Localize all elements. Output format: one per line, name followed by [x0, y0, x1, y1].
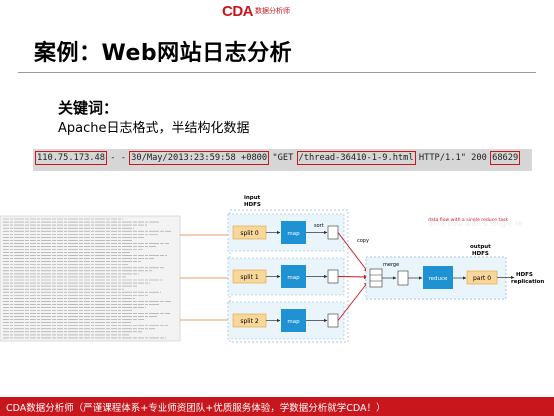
map-1-label: map: [287, 275, 300, 281]
log-sep-1: - -: [105, 153, 132, 163]
logo-brand: CDA: [222, 2, 254, 20]
copy-arrow-1: [337, 274, 369, 280]
map-1-box: [281, 265, 306, 288]
log-snapshot: [0, 215, 181, 342]
log-path: /thread-36410-1-9.html: [296, 151, 416, 165]
split-2-label: split 2: [240, 318, 259, 325]
merge-stack: [369, 268, 383, 288]
logo-subtitle: 数据分析师: [255, 7, 290, 15]
merge-label: merge: [383, 262, 399, 268]
part-0-label: part 0: [473, 275, 491, 282]
sort-buffer-1: [327, 269, 339, 284]
flow-caption-ghost: data flow with a single re: [428, 219, 523, 228]
sort-label: sort: [314, 223, 324, 229]
mapreduce-diagram: input HDFS split 0 map sort split 1 map …: [0, 195, 544, 343]
copy-arrow-0: [337, 232, 369, 273]
hdfs-label: HDFS: [516, 272, 533, 278]
map-2-label: map: [287, 319, 300, 325]
output-label-1: output: [470, 244, 491, 250]
map-row-1: split 1 map: [227, 257, 345, 296]
log-timestamp: 30/May/2013:23:59:58 +0800: [129, 151, 270, 165]
merged-buffer: [397, 270, 409, 286]
map-0-label: map: [287, 231, 300, 237]
log-protocol: HTTP/1.1" 200: [413, 153, 493, 163]
reduce-box: [423, 266, 453, 289]
replication-label: replication: [511, 279, 544, 285]
log-sep-2: "GET: [267, 153, 299, 163]
map-0-box: [281, 221, 306, 244]
map-row-0: split 0 map sort: [227, 213, 345, 252]
map-row-2: split 2 map: [227, 301, 345, 340]
log-bytes: 68629: [490, 151, 521, 165]
output-label-2: HDFS: [472, 251, 489, 257]
copy-label: copy: [357, 238, 369, 244]
footer-bar: CDA数据分析师（严谨课程体系+专业师资团队+优质服务体验，学数据分析就学CDA…: [0, 397, 554, 416]
copy-arrow-2: [337, 281, 369, 321]
split-1-label: split 1: [240, 274, 259, 281]
log-line-bar: [33, 149, 532, 171]
title-divider: [18, 72, 536, 73]
log-ip: 110.75.173.48: [35, 151, 107, 165]
keywords-text: Apache日志格式，半结构化数据: [58, 121, 250, 136]
split-0-label: split 0: [240, 230, 259, 237]
log-line: 110.75.173.48 - - 30/May/2013:23:59:58 +…: [35, 151, 521, 165]
cda-logo: CDA 数据分析师: [222, 2, 290, 20]
sort-buffer-2: [327, 313, 339, 328]
footer-text: CDA数据分析师（严谨课程体系+专业师资团队+优质服务体验，学数据分析就学CDA…: [6, 403, 386, 414]
input-label-1: input: [244, 195, 261, 201]
keywords-heading: 关键词：: [58, 99, 119, 117]
input-label-2: HDFS: [244, 202, 261, 208]
slide-title: 案例：Web网站日志分析: [34, 41, 293, 66]
flow-caption: data flow with a single reduce task: [428, 217, 509, 223]
sort-buffer-0: [327, 225, 339, 240]
map-2-box: [281, 309, 306, 332]
reduce-label: reduce: [429, 276, 449, 282]
